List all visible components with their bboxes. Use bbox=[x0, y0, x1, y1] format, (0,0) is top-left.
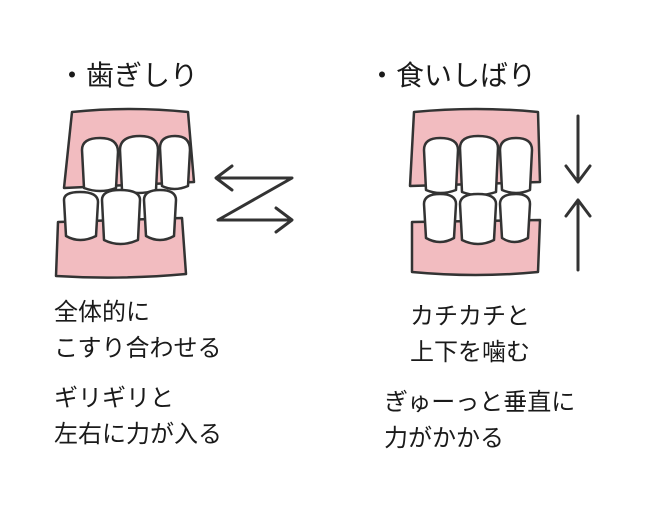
grinding-desc-line: こすり合わせる bbox=[54, 334, 222, 362]
clenching-desc-line: ぎゅーっと垂直に bbox=[384, 388, 576, 416]
clenching-title: ・食いしばり bbox=[368, 59, 537, 92]
grinding-desc-line: 全体的に bbox=[54, 298, 150, 326]
grinding-desc-line: ギリギリと bbox=[54, 384, 174, 412]
up-down-arrows-icon bbox=[564, 114, 592, 272]
clenching-desc-line: 力がかかる bbox=[384, 424, 504, 452]
grinding-desc-line: 左右に力が入る bbox=[54, 420, 222, 448]
clenching-desc-line: 上下を噛む bbox=[410, 338, 530, 366]
grinding-teeth-illustration bbox=[54, 107, 196, 279]
clenching-teeth-illustration bbox=[408, 107, 542, 277]
clenching-desc-line: カチカチと bbox=[410, 302, 530, 330]
left-right-arrows-icon bbox=[214, 164, 294, 234]
grinding-title: ・歯ぎしり bbox=[58, 59, 199, 92]
